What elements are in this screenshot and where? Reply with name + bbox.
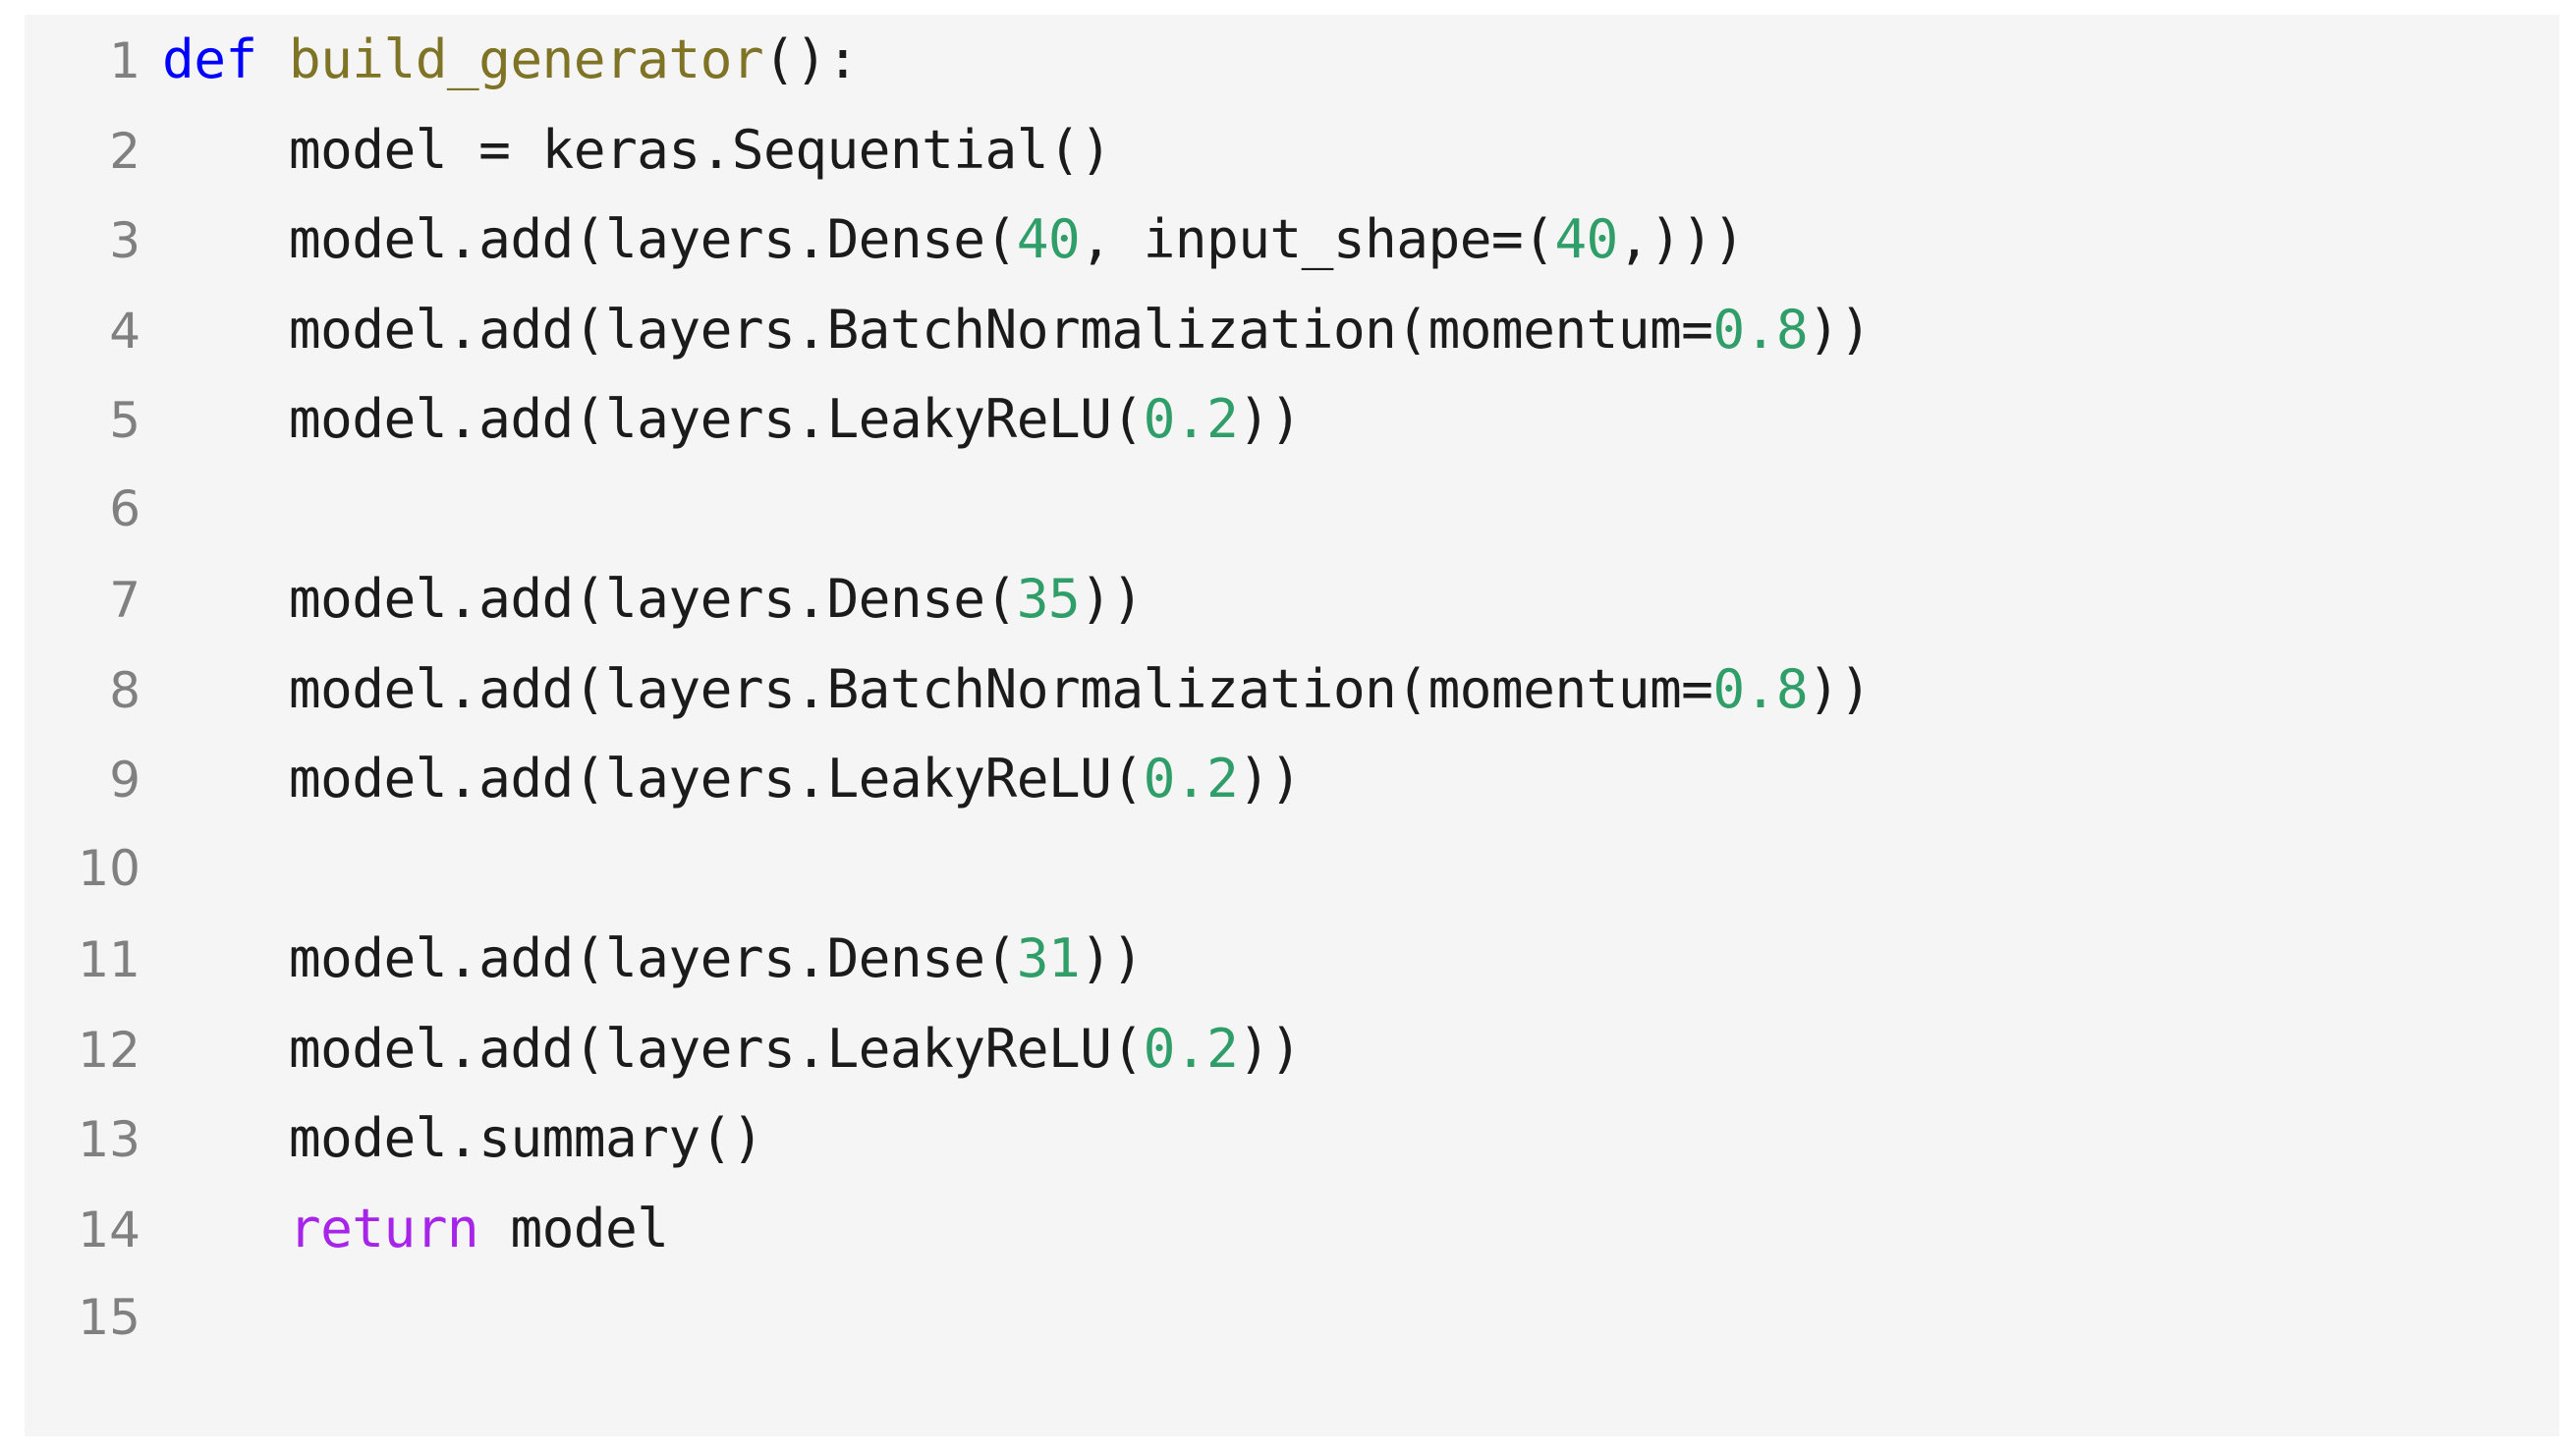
code-token-fnname: build_generator <box>288 28 764 90</box>
code-line-source: model = keras.Sequential() <box>162 105 2559 196</box>
code-token-plain: model.summary() <box>162 1106 764 1169</box>
line-number: 3 <box>109 212 140 269</box>
code-token-plain: model.add(layers.LeakyReLU( <box>162 1016 1144 1080</box>
code-line-source: def build_generator(): <box>162 15 2559 105</box>
code-line[interactable]: 11 model.add(layers.Dense(31)) <box>25 914 2559 1004</box>
code-line[interactable]: 8 model.add(layers.BatchNormalization(mo… <box>25 644 2559 735</box>
line-number: 11 <box>78 931 140 988</box>
line-number: 12 <box>78 1021 140 1079</box>
code-token-num: 31 <box>1016 926 1081 989</box>
line-number: 2 <box>109 122 140 180</box>
code-token-ret: return <box>288 1196 479 1259</box>
code-line[interactable]: 5 model.add(layers.LeakyReLU(0.2)) <box>25 374 2559 465</box>
code-token-plain: )) <box>1238 747 1302 810</box>
code-line[interactable]: 15 <box>25 1273 2559 1364</box>
code-token-num: 40 <box>1016 207 1081 270</box>
code-line[interactable]: 14 return model <box>25 1184 2559 1274</box>
code-token-num: 40 <box>1554 207 1618 270</box>
line-number: 1 <box>109 32 140 89</box>
code-line[interactable]: 7 model.add(layers.Dense(35)) <box>25 554 2559 644</box>
code-token-plain: model.add(layers.Dense( <box>162 926 1017 989</box>
code-line[interactable]: 2 model = keras.Sequential() <box>25 105 2559 196</box>
code-token-plain: model <box>478 1196 669 1259</box>
code-token-plain: (): <box>763 28 859 90</box>
code-token-kw: def <box>162 28 289 90</box>
code-token-plain: )) <box>1238 1016 1302 1080</box>
code-token-num: 35 <box>1016 567 1081 630</box>
line-number: 9 <box>109 752 140 809</box>
code-line[interactable]: 4 model.add(layers.BatchNormalization(mo… <box>25 285 2559 375</box>
code-line-source: model.add(layers.Dense(31)) <box>162 914 2559 1004</box>
code-token-plain: model.add(layers.LeakyReLU( <box>162 747 1144 810</box>
code-line-source: model.add(layers.BatchNormalization(mome… <box>162 285 2559 375</box>
code-line-source: model.add(layers.Dense(35)) <box>162 554 2559 644</box>
line-number: 10 <box>78 839 140 897</box>
line-number: 5 <box>109 392 140 449</box>
code-token-plain: model.add(layers.LeakyReLU( <box>162 387 1144 450</box>
code-token-plain: )) <box>1808 656 1872 720</box>
code-line-source: model.add(layers.LeakyReLU(0.2)) <box>162 1004 2559 1094</box>
code-token-plain: )) <box>1238 387 1302 450</box>
code-token-num: 0.8 <box>1712 656 1809 720</box>
code-token-num: 0.2 <box>1143 387 1239 450</box>
code-token-num: 0.2 <box>1143 747 1239 810</box>
code-line-source: model.add(layers.BatchNormalization(mome… <box>162 644 2559 735</box>
code-token-plain: )) <box>1080 926 1144 989</box>
line-number: 8 <box>109 661 140 719</box>
code-token-plain: )) <box>1080 567 1144 630</box>
code-line[interactable]: 13 model.summary() <box>25 1093 2559 1184</box>
code-line-source: model.add(layers.Dense(40, input_shape=(… <box>162 195 2559 285</box>
line-number: 6 <box>109 479 140 537</box>
line-number: 14 <box>78 1201 140 1258</box>
code-token-plain: model.add(layers.BatchNormalization(mome… <box>162 297 1713 361</box>
code-token-plain: model.add(layers.BatchNormalization(mome… <box>162 656 1713 720</box>
code-line-source: model.add(layers.LeakyReLU(0.2)) <box>162 734 2559 824</box>
line-number: 13 <box>78 1111 140 1168</box>
code-token-plain: ,))) <box>1617 207 1745 270</box>
code-token-num: 0.2 <box>1143 1016 1239 1080</box>
line-number: 7 <box>109 572 140 629</box>
code-token-plain: , input_shape=( <box>1080 207 1555 270</box>
code-token-plain: model = keras.Sequential() <box>162 117 1112 181</box>
code-line-source: return model <box>162 1184 2559 1274</box>
line-number: 15 <box>78 1289 140 1346</box>
code-token-plain: )) <box>1808 297 1872 361</box>
code-token-num: 0.8 <box>1712 297 1809 361</box>
line-number: 4 <box>109 302 140 360</box>
code-line-source: model.summary() <box>162 1093 2559 1184</box>
code-line[interactable]: 1 def build_generator(): <box>25 15 2559 105</box>
code-line[interactable]: 6 <box>25 465 2559 555</box>
code-line-source: model.add(layers.LeakyReLU(0.2)) <box>162 374 2559 465</box>
code-line[interactable]: 9 model.add(layers.LeakyReLU(0.2)) <box>25 734 2559 824</box>
code-token-plain: model.add(layers.Dense( <box>162 207 1017 270</box>
code-token-plain <box>162 1197 289 1259</box>
code-token-plain: model.add(layers.Dense( <box>162 567 1017 630</box>
code-line[interactable]: 12 model.add(layers.LeakyReLU(0.2)) <box>25 1004 2559 1094</box>
code-line[interactable]: 3 model.add(layers.Dense(40, input_shape… <box>25 195 2559 285</box>
code-line[interactable]: 10 <box>25 824 2559 915</box>
